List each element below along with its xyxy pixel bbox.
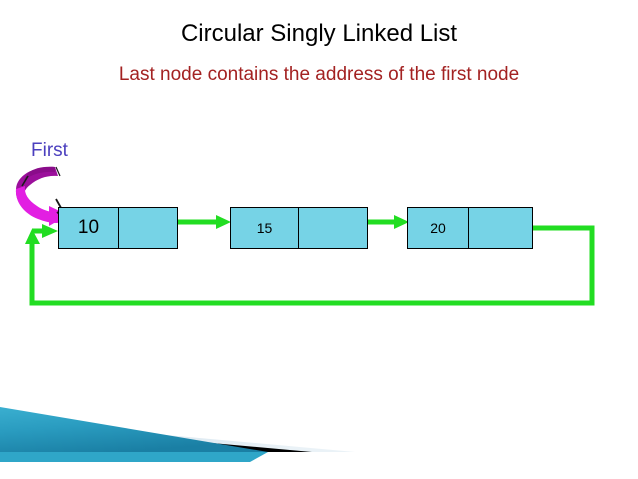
slide-decoration — [0, 407, 355, 462]
first-pointer-label: First — [31, 140, 68, 161]
link-arrow-node3-node1-loop — [25, 224, 595, 306]
decoration-teal-band — [0, 452, 268, 462]
list-node[interactable]: 10 — [58, 207, 178, 249]
node-data-cell: 10 — [59, 208, 119, 248]
list-node[interactable]: 20 — [407, 207, 533, 249]
decoration-teal-wedge — [0, 407, 268, 452]
link-arrow-node2-node3 — [368, 215, 409, 229]
node-data-cell: 15 — [231, 208, 299, 248]
list-node[interactable]: 15 — [230, 207, 368, 249]
page-subtitle: Last node contains the address of the fi… — [118, 64, 520, 85]
page-title: Circular Singly Linked List — [180, 20, 458, 47]
link-arrow-node1-node2 — [178, 215, 231, 229]
node-next-cell — [469, 208, 532, 248]
node-next-cell — [119, 208, 177, 248]
node-data-cell: 20 — [408, 208, 469, 248]
node-next-cell — [299, 208, 367, 248]
